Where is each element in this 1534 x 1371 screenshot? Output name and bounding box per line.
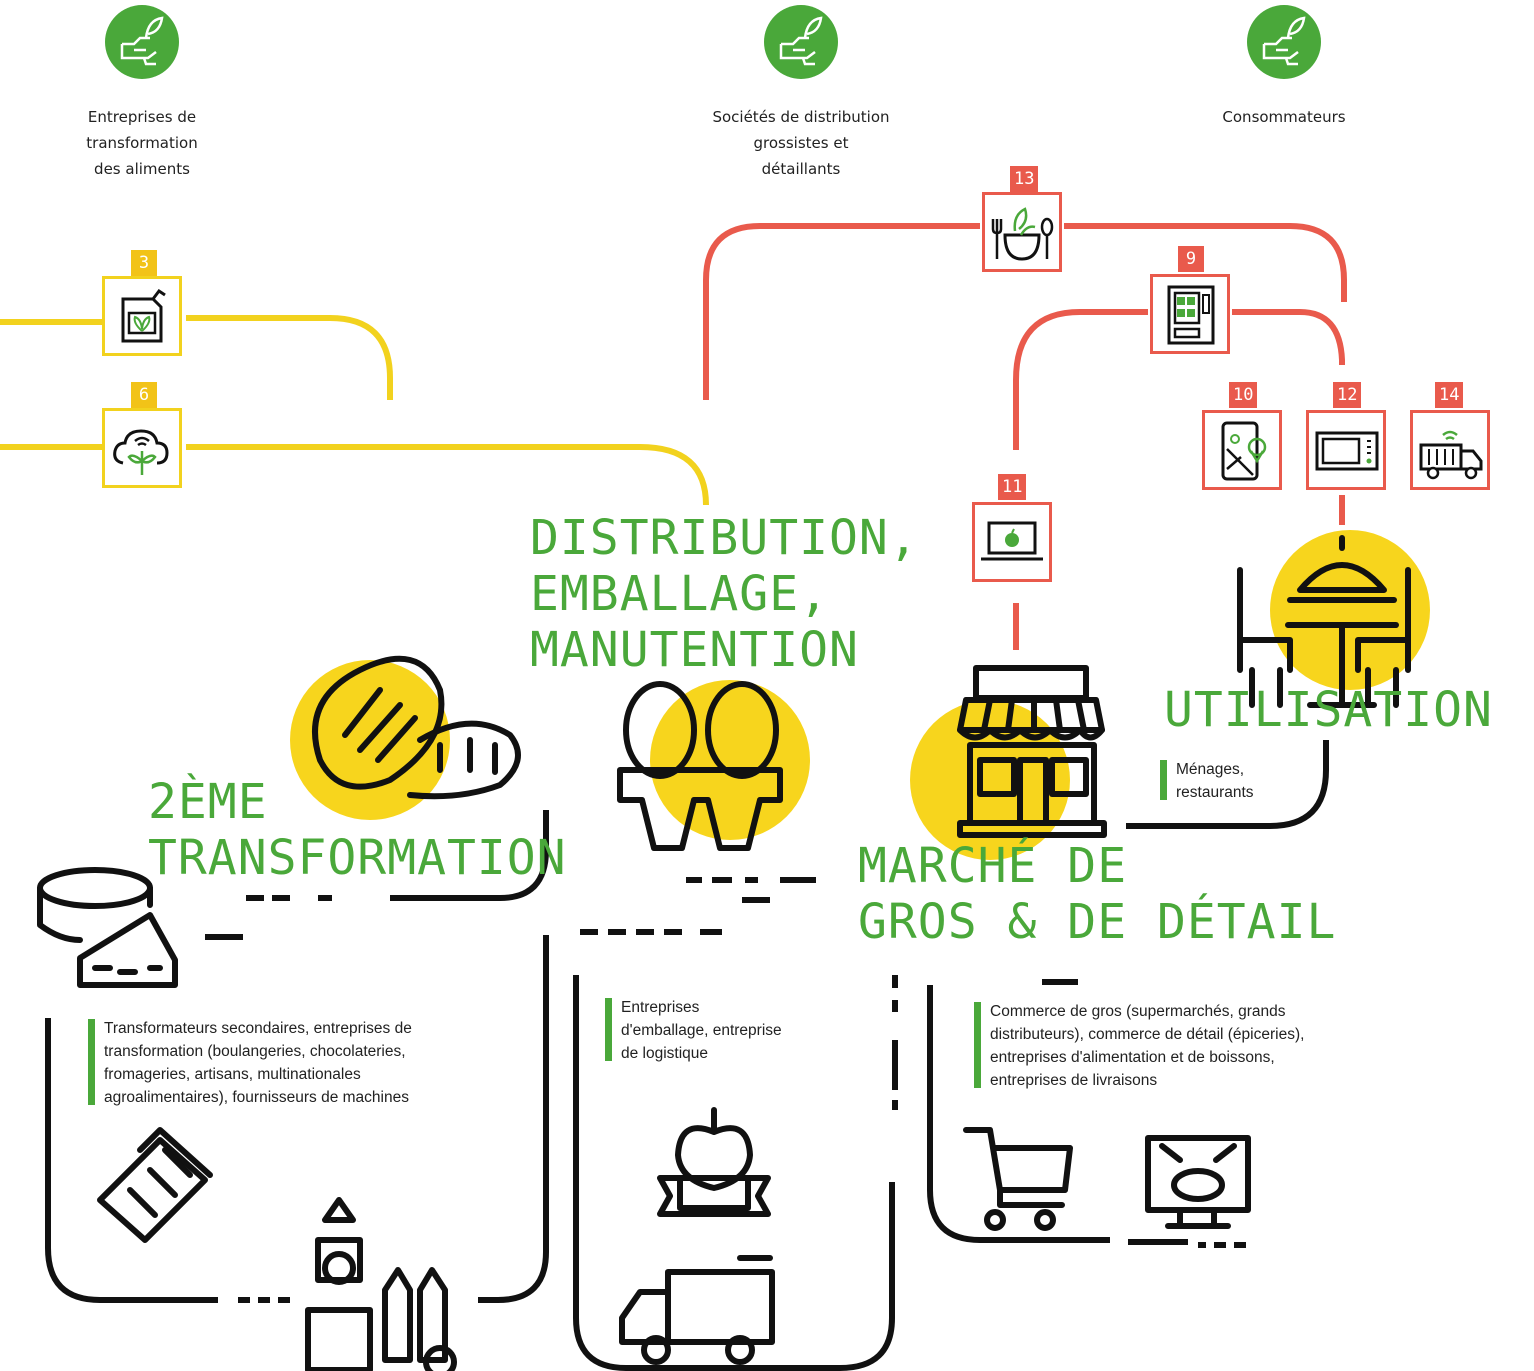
badge-13: 13 <box>1010 166 1039 192</box>
red-connectors <box>703 223 1347 650</box>
badge-3: 3 <box>131 250 157 276</box>
phone-map-icon <box>1221 421 1267 481</box>
stage-title-distribution: DISTRIBUTION, EMBALLAGE, MANUTENTION <box>530 510 919 678</box>
tile-vending-machine <box>1150 274 1230 354</box>
badge-10: 10 <box>1229 382 1258 408</box>
monitor-pig-icon <box>1145 1135 1251 1229</box>
black-frame-lines <box>45 740 1329 1371</box>
highlight-blob <box>1270 530 1430 690</box>
restaurant-table-icon <box>1237 535 1411 708</box>
badge-11: 11 <box>998 474 1027 500</box>
delivery-truck-icon <box>619 1255 775 1365</box>
laptop-apple-icon <box>981 521 1043 561</box>
description-distribution: Entreprises d'emballage, entreprise de l… <box>605 996 782 1065</box>
hand-plant-icon <box>764 5 838 79</box>
cheese-icon <box>37 867 178 988</box>
microwave-icon <box>1315 431 1379 471</box>
hand-plant-icon <box>1247 5 1321 79</box>
actor-label-distributors: Sociétés de distribution grossistes et d… <box>712 108 890 178</box>
bread-icon <box>312 655 521 800</box>
tile-microwave <box>1306 410 1386 490</box>
actor-label-consumers: Consommateurs <box>1222 108 1346 126</box>
actor-icons <box>105 5 1321 79</box>
yellow-connectors <box>0 315 709 506</box>
highlight-blob <box>650 680 810 840</box>
vending-machine-icon <box>1167 285 1215 345</box>
delivery-truck-icon <box>1419 430 1483 480</box>
tile-salad-bowl <box>982 192 1062 272</box>
eggs-tray-icon <box>617 681 783 851</box>
bottling-machine-icon <box>305 1197 457 1371</box>
apple-ribbon-icon <box>657 1107 771 1217</box>
oil-canister-icon <box>121 288 166 343</box>
shop-icon <box>957 665 1107 838</box>
chocolate-bar-icon <box>97 1127 213 1243</box>
description-transformation: Transformateurs secondaires, entreprises… <box>88 1017 412 1109</box>
badge-6: 6 <box>131 382 157 408</box>
tile-delivery-truck <box>1410 410 1490 490</box>
tile-cloud-sprout <box>102 408 182 488</box>
tile-oil-canister <box>102 276 182 356</box>
stage-title-marche: MARCHÉ DE GROS & DE DÉTAIL <box>858 838 1337 950</box>
description-utilisation: Ménages, restaurants <box>1160 758 1254 804</box>
badge-9: 9 <box>1178 246 1204 272</box>
badge-12: 12 <box>1333 382 1362 408</box>
hand-plant-icon <box>105 5 179 79</box>
shopping-cart-icon <box>963 1127 1073 1231</box>
tile-laptop-apple <box>972 502 1052 582</box>
description-marche: Commerce de gros (supermarchés, grands d… <box>974 1000 1304 1092</box>
actor-label-transformers: Entreprises de transformation des alimen… <box>86 108 198 178</box>
salad-bowl-icon <box>991 207 1054 261</box>
cloud-sprout-icon <box>113 429 169 475</box>
stage-title-utilisation: UTILISATION <box>1164 682 1493 738</box>
tile-phone-map <box>1202 410 1282 490</box>
stage-title-transformation: 2ÈME TRANSFORMATION <box>148 774 567 886</box>
dash-marks <box>205 877 1246 1303</box>
badge-14: 14 <box>1435 382 1464 408</box>
